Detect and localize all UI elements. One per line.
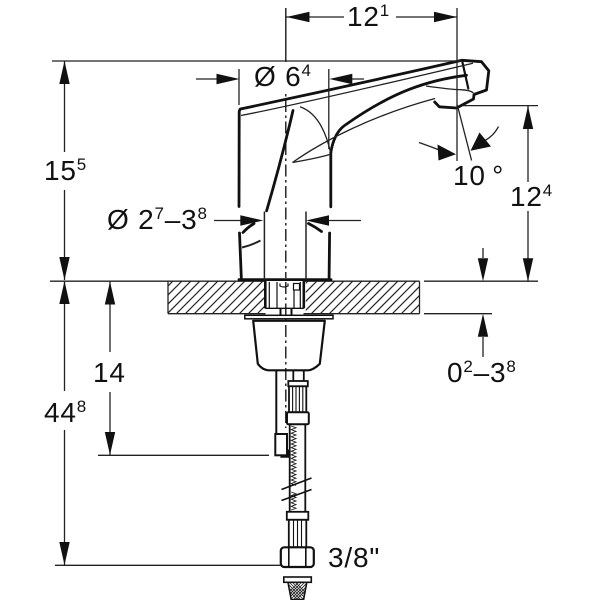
svg-text:10 °: 10 ° [453, 160, 504, 191]
svg-text:3/8": 3/8" [328, 542, 380, 573]
svg-text:02–38: 02–38 [447, 357, 517, 388]
svg-text:14: 14 [93, 357, 126, 388]
svg-text:Ø 64: Ø 64 [254, 61, 312, 92]
